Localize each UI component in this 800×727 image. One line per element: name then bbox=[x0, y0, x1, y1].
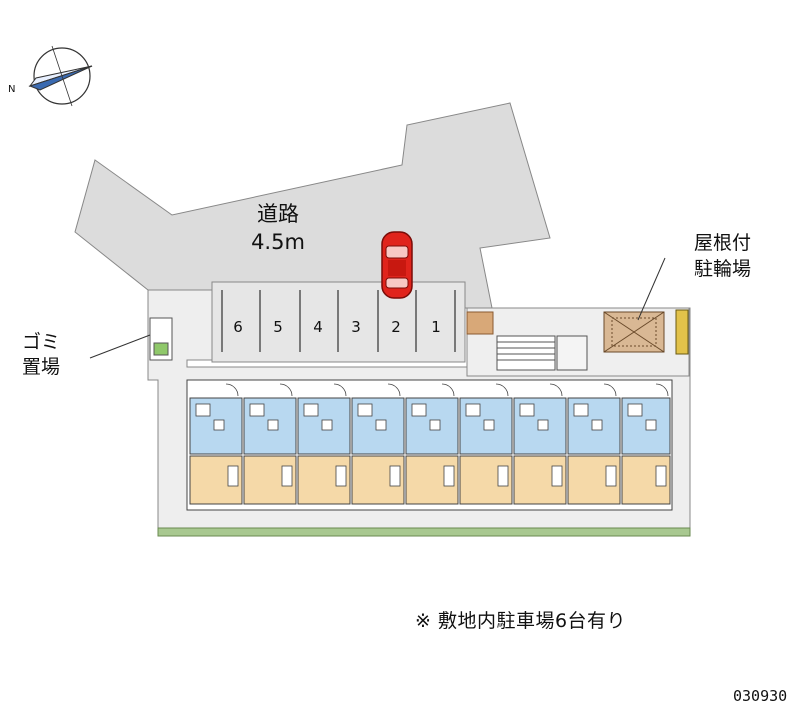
unit-fixtures bbox=[195, 403, 667, 487]
brick-pillar bbox=[466, 311, 494, 335]
garbage-label-line1: ゴミ bbox=[22, 331, 61, 353]
hedge bbox=[157, 527, 691, 537]
garbage-label: ゴミ 置場 bbox=[22, 330, 60, 380]
garbage-label-line2: 置場 bbox=[22, 356, 61, 378]
parking-slot-2: 2 bbox=[391, 318, 401, 336]
road-label: 道路 4.5m bbox=[238, 200, 318, 256]
bike-rack bbox=[675, 309, 689, 355]
parking-slot-6: 6 bbox=[233, 318, 243, 336]
parking-slot-3: 3 bbox=[351, 318, 361, 336]
bike-label-line1: 屋根付 bbox=[694, 232, 752, 254]
compass-icon bbox=[28, 45, 93, 107]
bike-parking-label: 屋根付 駐輪場 bbox=[694, 230, 751, 282]
bike-leader-line bbox=[637, 257, 666, 321]
parking-note: ※ 敷地内駐車場6台有り bbox=[415, 610, 627, 632]
road-name: 道路 bbox=[257, 202, 299, 226]
parking-slot-4: 4 bbox=[313, 318, 323, 336]
entrance-steps bbox=[496, 335, 588, 371]
property-code: 030930 bbox=[733, 687, 788, 705]
car-icon bbox=[381, 231, 413, 299]
garbage-leader-line bbox=[89, 334, 151, 359]
unit-doors bbox=[225, 383, 669, 397]
bike-label-line2: 駐輪場 bbox=[694, 258, 752, 280]
compass-label: N bbox=[8, 84, 16, 95]
parking-slot-1: 1 bbox=[431, 318, 441, 336]
parking-slot-lines bbox=[221, 290, 456, 352]
parking-slot-5: 5 bbox=[273, 318, 283, 336]
road-width: 4.5m bbox=[251, 230, 305, 254]
